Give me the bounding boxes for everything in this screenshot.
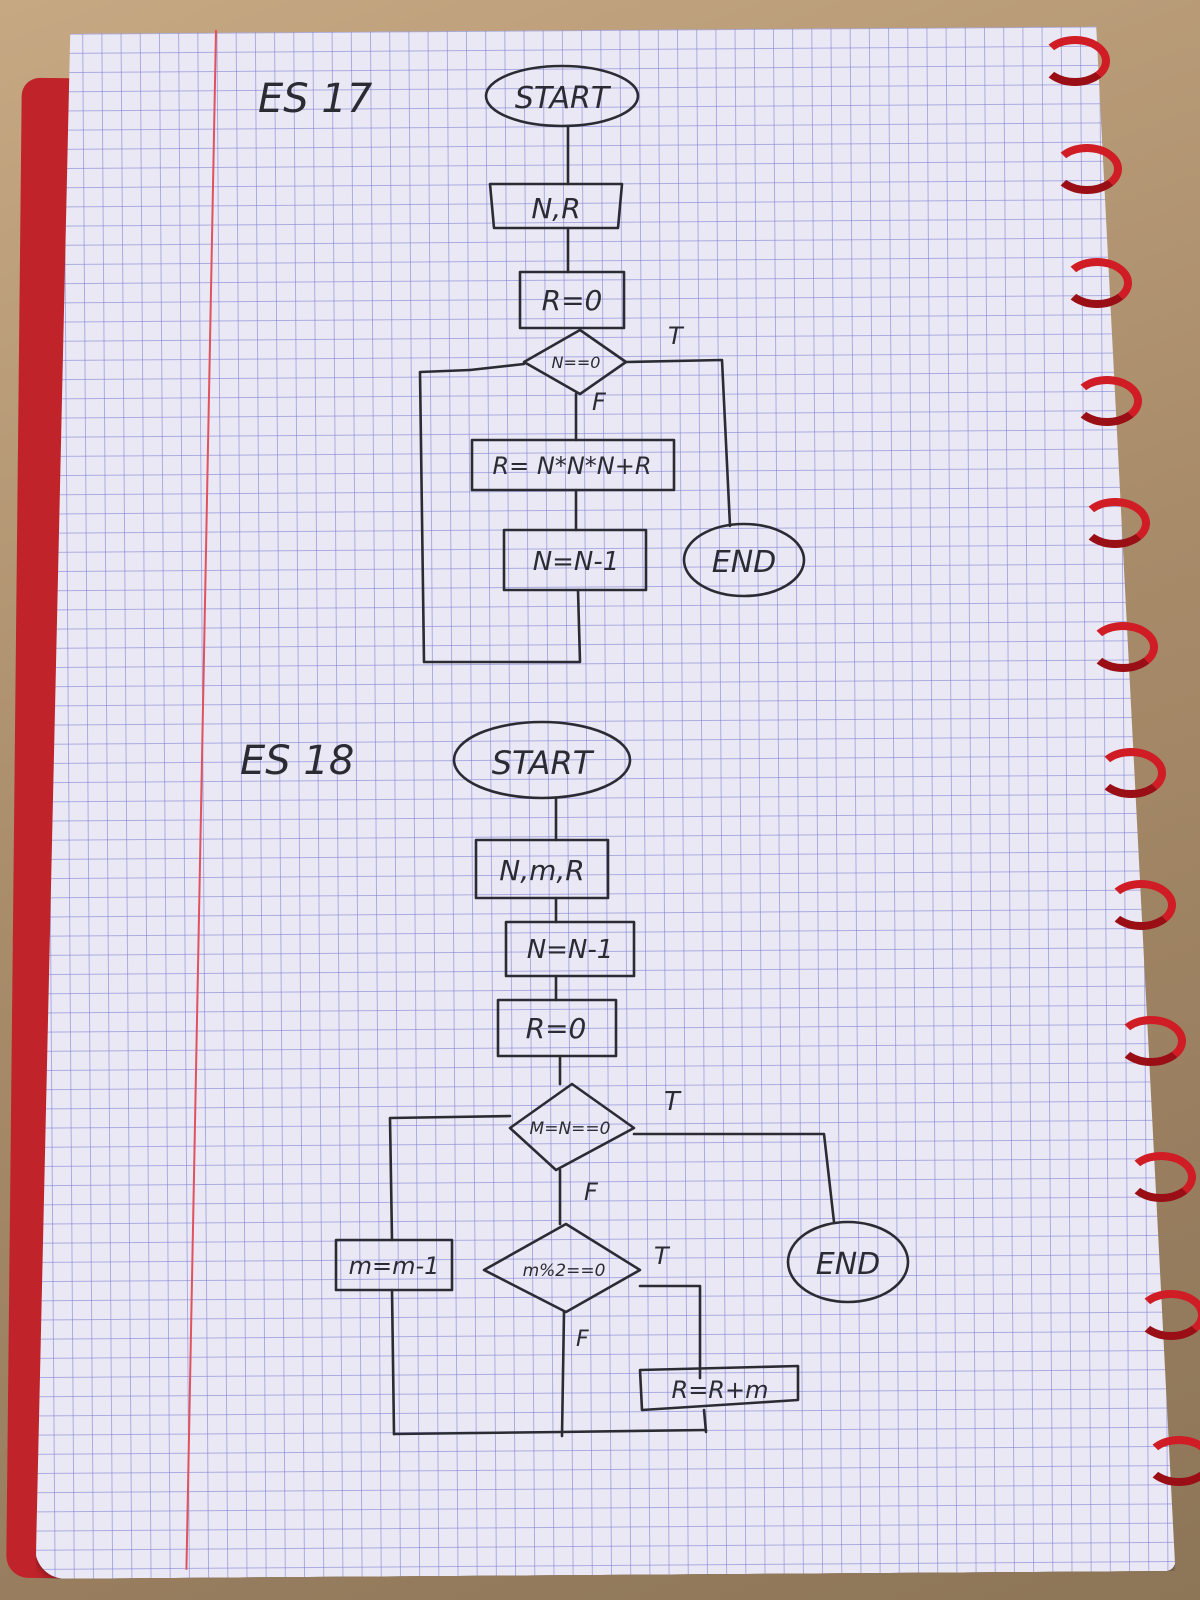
es18-start-terminal (452, 720, 632, 800)
binder-ring (1096, 748, 1166, 798)
es17-input-box (488, 182, 624, 230)
es17-init-box (518, 270, 626, 330)
binder-ring (1116, 1016, 1186, 1066)
binder-ring (1062, 258, 1132, 308)
binder-ring (1144, 1436, 1200, 1486)
es18-false2-label: F (576, 1327, 589, 1352)
es17-end-label: END (712, 545, 777, 580)
binder-ring (1088, 622, 1158, 672)
es17-loop-back (418, 368, 582, 664)
es17-step1-label: R= N*N*N+R (492, 452, 651, 480)
es17-step2-box (502, 528, 648, 592)
es17-true-label: T (668, 322, 685, 350)
es18-true2-label: T (654, 1242, 671, 1270)
binder-ring (1072, 376, 1142, 426)
es18-condition1-diamond (508, 1082, 636, 1172)
es18-true1-label: T (664, 1087, 682, 1117)
es17-input-label: N,R (531, 192, 580, 225)
es18-loop-back (388, 1114, 512, 1242)
es18-stepn-box (504, 920, 636, 978)
flowchart-es18: ES 18 START N,m,R N=N-1 R=0 M=N==0 T END… (240, 720, 910, 1438)
es18-end-label: END (816, 1247, 881, 1282)
es17-init-label: R=0 (542, 284, 603, 317)
es18-init-box (496, 998, 618, 1058)
es17-false-label: F (592, 388, 607, 416)
es18-accumulate-box (638, 1364, 800, 1412)
es18-decrement-box (334, 1238, 454, 1292)
binder-ring (1040, 36, 1110, 86)
es18-end-terminal (786, 1220, 910, 1304)
es18-connector (560, 1310, 566, 1438)
es17-step2-label: N=N-1 (533, 547, 620, 577)
es18-loop-up (390, 1288, 396, 1436)
es17-start-label: START (515, 81, 612, 116)
es18-title: ES 18 (240, 738, 354, 784)
es18-condition2-diamond (482, 1222, 642, 1314)
es18-accumulate-label: R=R+m (672, 1376, 769, 1404)
es17-start-terminal (484, 64, 640, 128)
es18-true2-branch (638, 1284, 702, 1380)
es17-step1-box (470, 438, 676, 492)
es17-end-terminal (682, 522, 806, 598)
binder-ring (1136, 1290, 1200, 1340)
es18-stepn-label: N=N-1 (527, 935, 614, 965)
es18-false1-label: F (584, 1178, 599, 1206)
binder-ring (1126, 1152, 1196, 1202)
es17-condition-label: N==0 (552, 353, 601, 372)
es18-input-label: N,m,R (499, 854, 584, 887)
es17-loop-join (468, 362, 526, 372)
es17-title: ES 17 (258, 76, 373, 122)
es18-true1-branch (632, 1132, 836, 1224)
es17-true-branch (624, 358, 732, 528)
es18-start-label: START (492, 744, 595, 782)
es18-decrement-label: m=m-1 (349, 1252, 440, 1280)
es18-input-box (474, 838, 610, 900)
binder-ring (1052, 144, 1122, 194)
es18-condition1-label: M=N==0 (530, 1119, 611, 1139)
flowchart-es17: ES 17 START N,R R=0 N==0 T F R= N*N*N+R … (258, 64, 806, 664)
es18-connector (702, 1408, 708, 1434)
binder-ring (1106, 880, 1176, 930)
es18-condition2-label: m%2==0 (523, 1261, 606, 1281)
es17-condition-diamond (522, 328, 628, 396)
binder-ring (1080, 498, 1150, 548)
es18-init-label: R=0 (526, 1012, 587, 1045)
es18-merge-line (392, 1428, 708, 1436)
